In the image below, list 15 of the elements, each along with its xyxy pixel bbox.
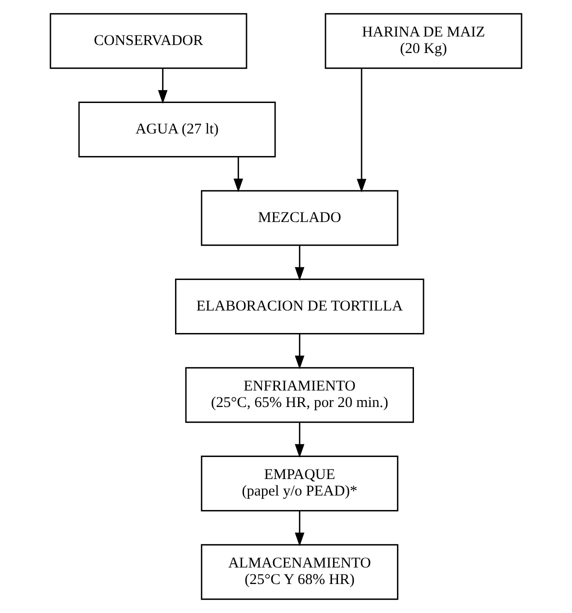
arrow	[234, 157, 244, 192]
node-box: AGUA (27 lt)	[78, 102, 276, 158]
node-box: HARINA DE MAIZ (20 Kg)	[324, 13, 522, 69]
node-box: CONSERVADOR	[50, 13, 248, 69]
arrow	[294, 422, 304, 458]
node-box: ALMACENAMIENTO (25°C Y 68% HR)	[200, 544, 398, 600]
arrow	[294, 246, 304, 281]
arrow	[356, 68, 366, 192]
node-box: MEZCLADO	[200, 190, 398, 246]
arrow	[158, 68, 168, 104]
node-box: ELABORACION DE TORTILLA	[175, 278, 424, 334]
arrow	[294, 511, 304, 546]
node-box: EMPAQUE (papel y/o PEAD)*	[200, 456, 398, 512]
node-box: ENFRIAMIENTO (25°C, 65% HR, por 20 min.)	[185, 367, 414, 423]
arrow	[294, 334, 304, 370]
